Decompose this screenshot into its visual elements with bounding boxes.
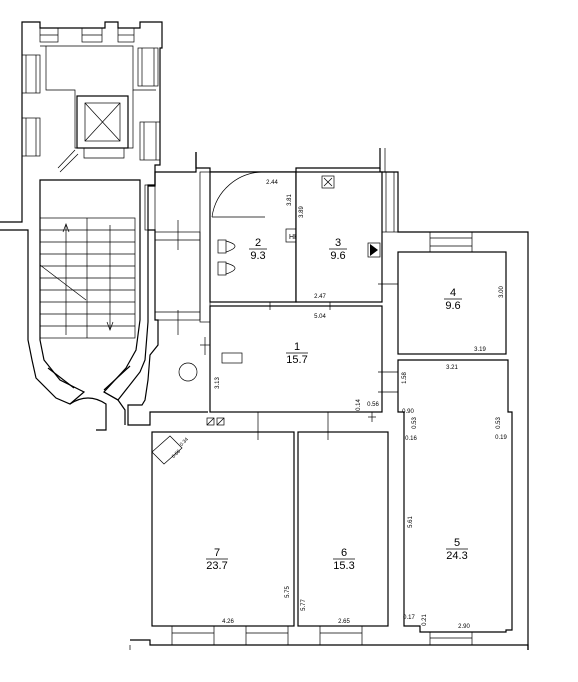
- chute-icon: 0.66 0.34: [151, 435, 190, 465]
- room-2-number: 2: [255, 237, 261, 249]
- heater-icon: [367, 242, 381, 258]
- dim-r1-b: 0.56: [367, 402, 379, 408]
- dim-r6-width: 2.65: [338, 619, 350, 625]
- room-3-number: 3: [335, 237, 341, 249]
- hood-icon: [321, 175, 335, 189]
- dim-r6-height: 5.77: [301, 599, 307, 611]
- room-4: 4 9.6 3.00 3.19: [397, 231, 507, 355]
- dim-r5-d: 0.16: [405, 436, 417, 442]
- room-1-area: 15.7: [286, 354, 307, 366]
- room-6-area: 15.3: [333, 560, 354, 572]
- room-4-area: 9.6: [445, 300, 460, 312]
- room-2: 2 9.3 2.44 3.81 НН: [209, 171, 305, 303]
- room-7: 0.66 0.34 7 23.7 5.75 4.26: [151, 412, 295, 646]
- dim-r7-height: 5.75: [285, 586, 291, 598]
- hn-label: НН: [289, 234, 299, 241]
- dim-r3-width: 2.47: [314, 294, 326, 300]
- column-icon: [178, 362, 198, 382]
- dim-r1-width: 5.04: [314, 314, 326, 320]
- room-6: 6 15.3 5.77 2.65: [297, 412, 389, 646]
- dim-r5-b: 0.90: [402, 409, 414, 415]
- dim-r1-height: 3.13: [215, 377, 221, 389]
- staircase: [39, 217, 136, 339]
- dim-r1-a: 0.14: [356, 399, 362, 411]
- dim-chute-a: 0.66: [171, 449, 182, 460]
- room-5-number: 5: [454, 537, 460, 549]
- dim-r5-f: 0.19: [495, 435, 507, 441]
- room-5: 5 24.3 3.21 1.58 0.90 0.53 0.16 0.53 0.1…: [368, 359, 513, 646]
- dim-r5-top: 3.21: [446, 365, 458, 371]
- toilet-icon: [217, 239, 236, 276]
- dim-r5-width: 2.90: [458, 624, 470, 630]
- stairwell-block: [0, 21, 163, 431]
- room-1-number: 1: [294, 341, 300, 353]
- room-6-number: 6: [341, 547, 347, 559]
- socket-icons: [206, 417, 225, 426]
- room-5-area: 24.3: [446, 550, 467, 562]
- vestibule: [127, 152, 216, 426]
- dim-r5-g: 0.17: [403, 615, 415, 621]
- flat-walls: [129, 148, 529, 650]
- dim-r2-width: 2.44: [266, 180, 278, 186]
- dim-r5-height: 5.61: [408, 516, 414, 528]
- room-7-number: 7: [214, 547, 220, 559]
- dim-chute-b: 0.34: [179, 437, 190, 448]
- dim-r5-e: 0.53: [496, 417, 502, 429]
- room-1: 1 15.7 5.04 3.13 0.14 0.56: [209, 283, 398, 413]
- cabinet: [221, 352, 243, 364]
- elevator-icon: [76, 95, 129, 149]
- room-2-area: 9.3: [250, 250, 265, 262]
- dim-r3-height: 3.89: [299, 206, 305, 218]
- dim-r5-a: 1.58: [402, 372, 408, 384]
- dim-r7-width: 4.26: [222, 619, 234, 625]
- room-3: 3 9.6 3.89 2.47: [295, 171, 383, 303]
- room-4-number: 4: [450, 287, 456, 299]
- dim-r5-i: 0.21: [422, 614, 428, 626]
- dim-r4-width: 3.19: [474, 347, 486, 353]
- dim-r4-height: 3.00: [499, 286, 505, 298]
- dim-r5-c: 0.53: [412, 417, 418, 429]
- dim-r2-height: 3.81: [287, 194, 293, 206]
- room-3-area: 9.6: [330, 250, 345, 262]
- room-7-area: 23.7: [206, 560, 227, 572]
